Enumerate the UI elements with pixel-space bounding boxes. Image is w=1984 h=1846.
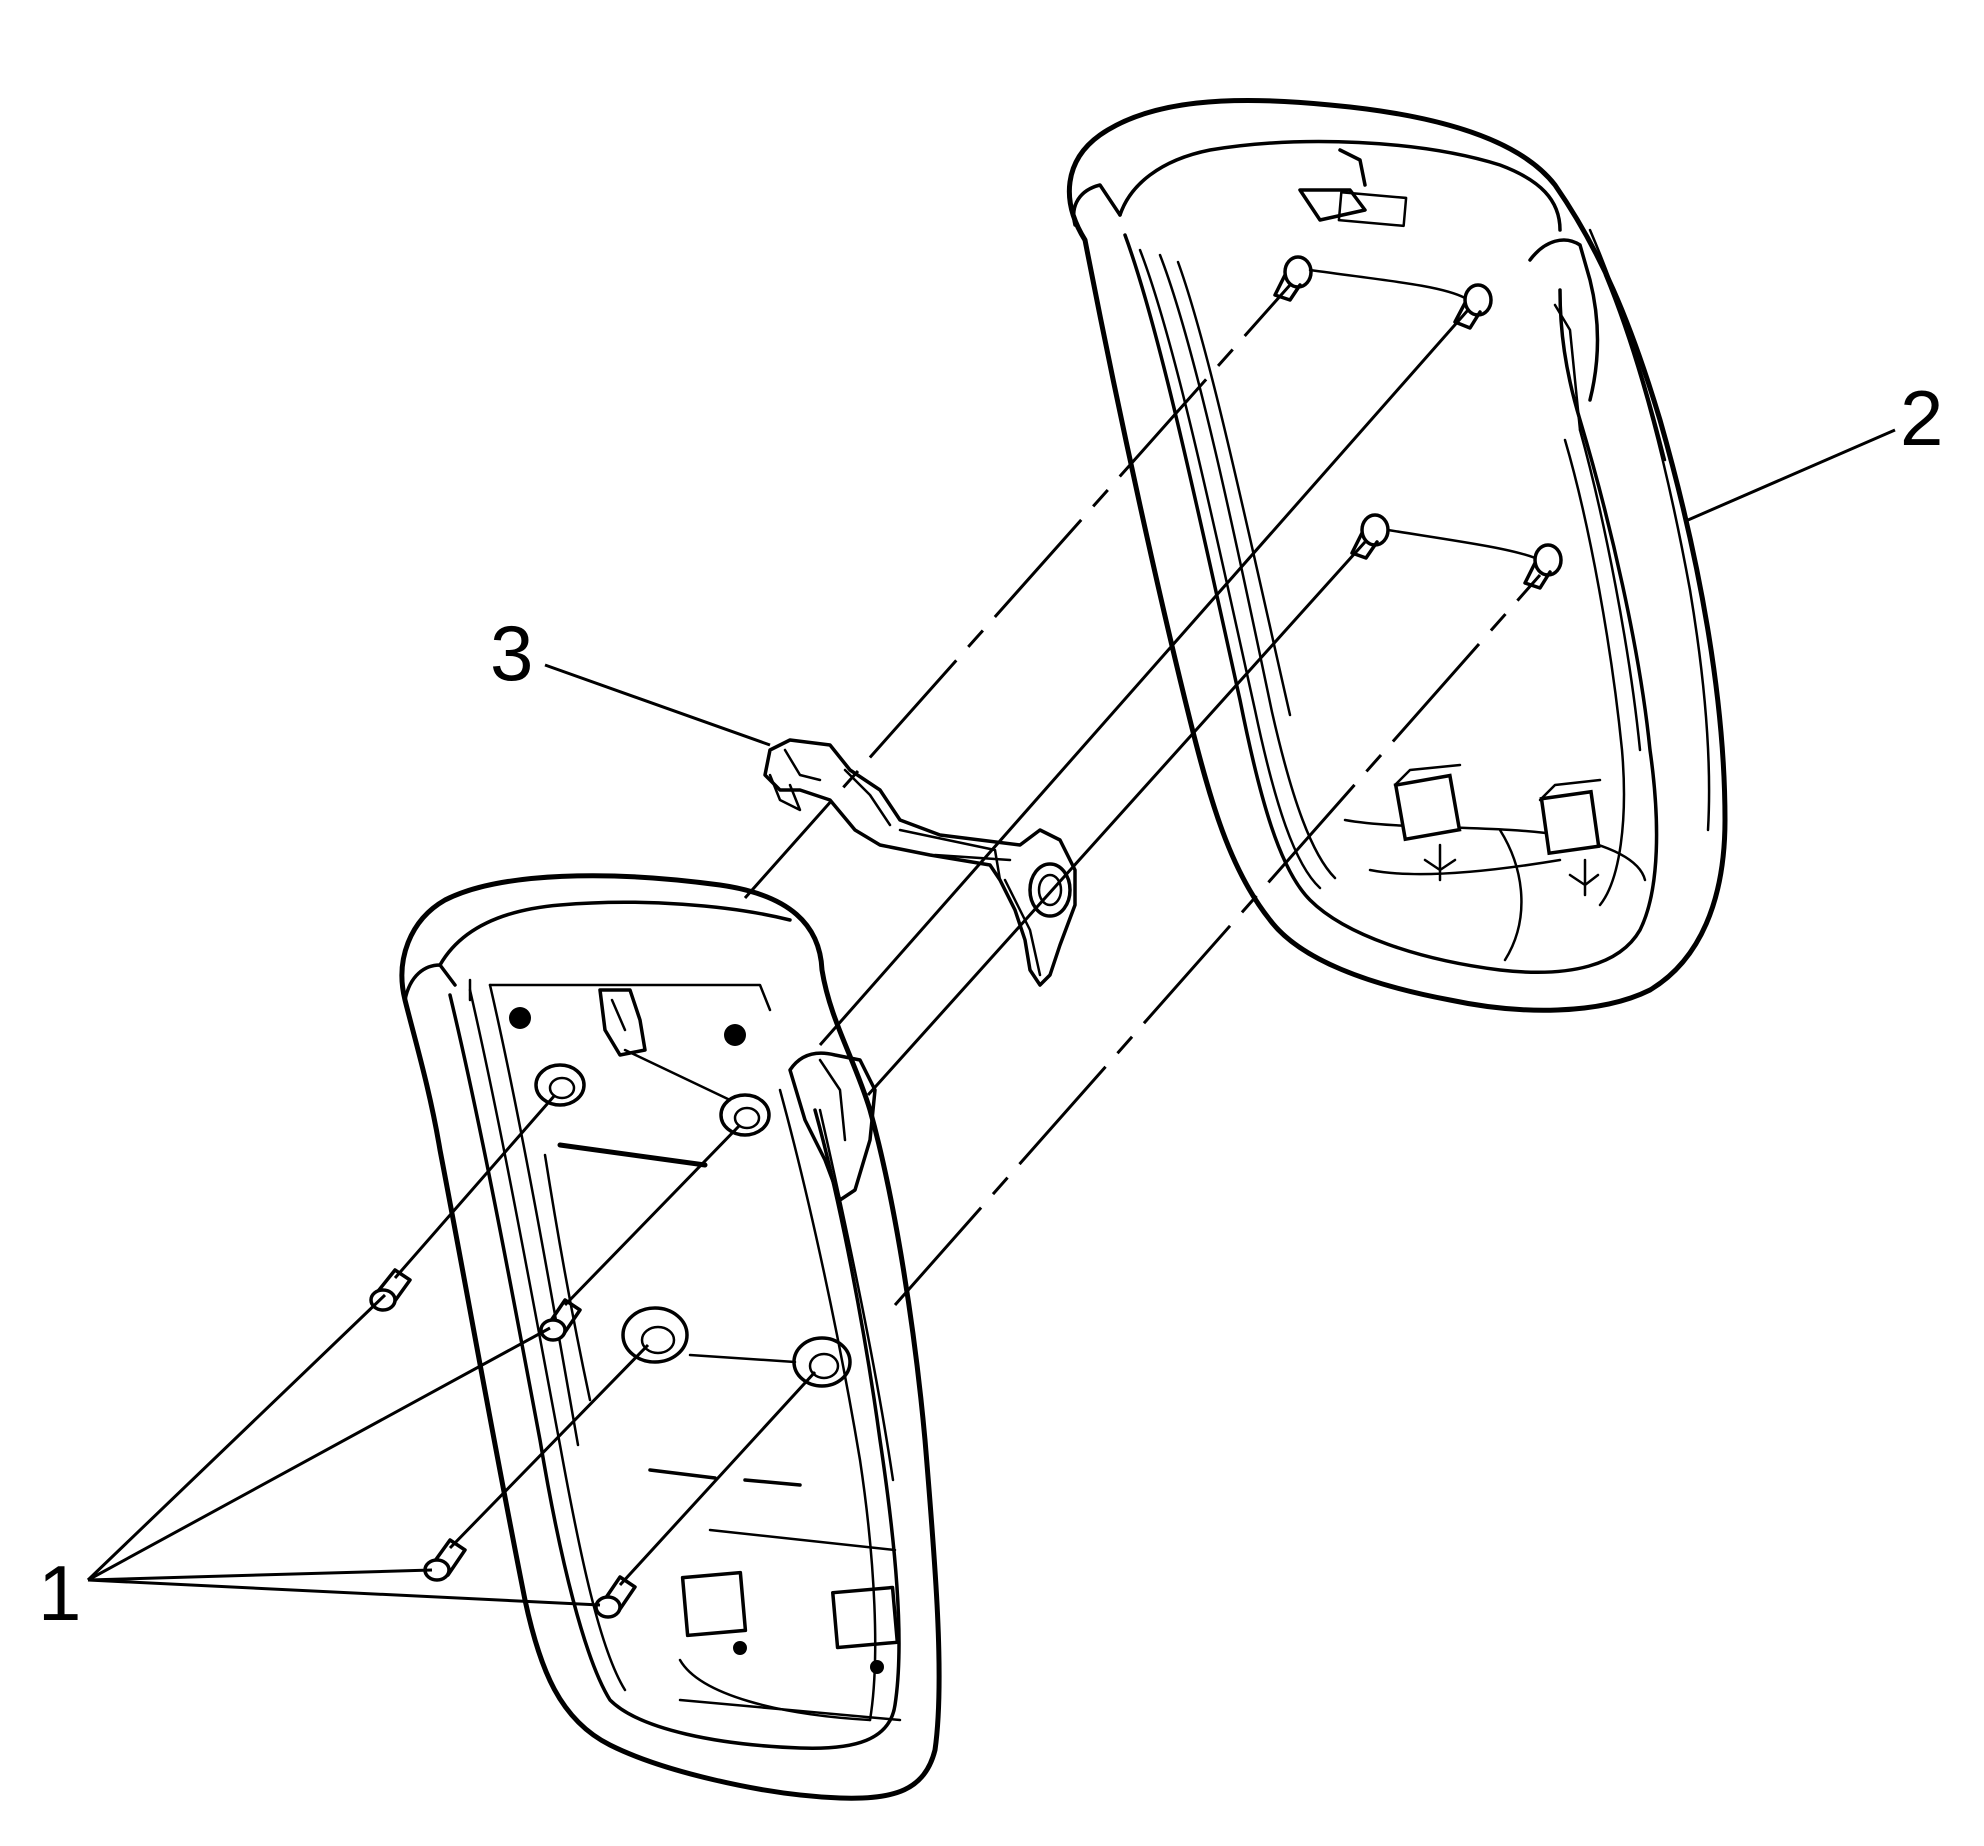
hole-top-right-icon <box>724 1024 746 1046</box>
hole-top-left-icon <box>509 1007 531 1029</box>
alignment-lines <box>393 284 1542 1587</box>
callout-1-label: 1 <box>38 1549 81 1637</box>
hinge-bracket-part-3 <box>763 738 1077 987</box>
screw-boss-1-icon <box>534 1063 586 1107</box>
screw-boss-3-icon <box>621 1306 689 1364</box>
boss-upper-right-icon <box>1453 283 1493 330</box>
screw-c-icon <box>423 1538 467 1582</box>
rear-housing-part-2 <box>1066 97 1728 1013</box>
screw-d-icon <box>594 1575 637 1619</box>
callout-3-label: 3 <box>490 609 533 697</box>
latch-block-left-icon <box>1393 763 1462 882</box>
window-right-icon <box>831 1585 900 1674</box>
front-housing <box>399 873 942 1801</box>
screw-boss-2-icon <box>719 1093 771 1137</box>
callout-2-label: 2 <box>1900 374 1943 462</box>
screw-b-icon <box>539 1298 582 1342</box>
boss-upper-left-icon <box>1273 255 1313 302</box>
window-left-icon <box>680 1570 748 1655</box>
latch-block-right-icon <box>1538 778 1602 897</box>
screw-a-icon <box>369 1268 412 1312</box>
boss-lower-right-icon <box>1523 543 1563 590</box>
bracket-hole-icon <box>1028 862 1072 918</box>
callout-leaders <box>86 428 1896 1607</box>
